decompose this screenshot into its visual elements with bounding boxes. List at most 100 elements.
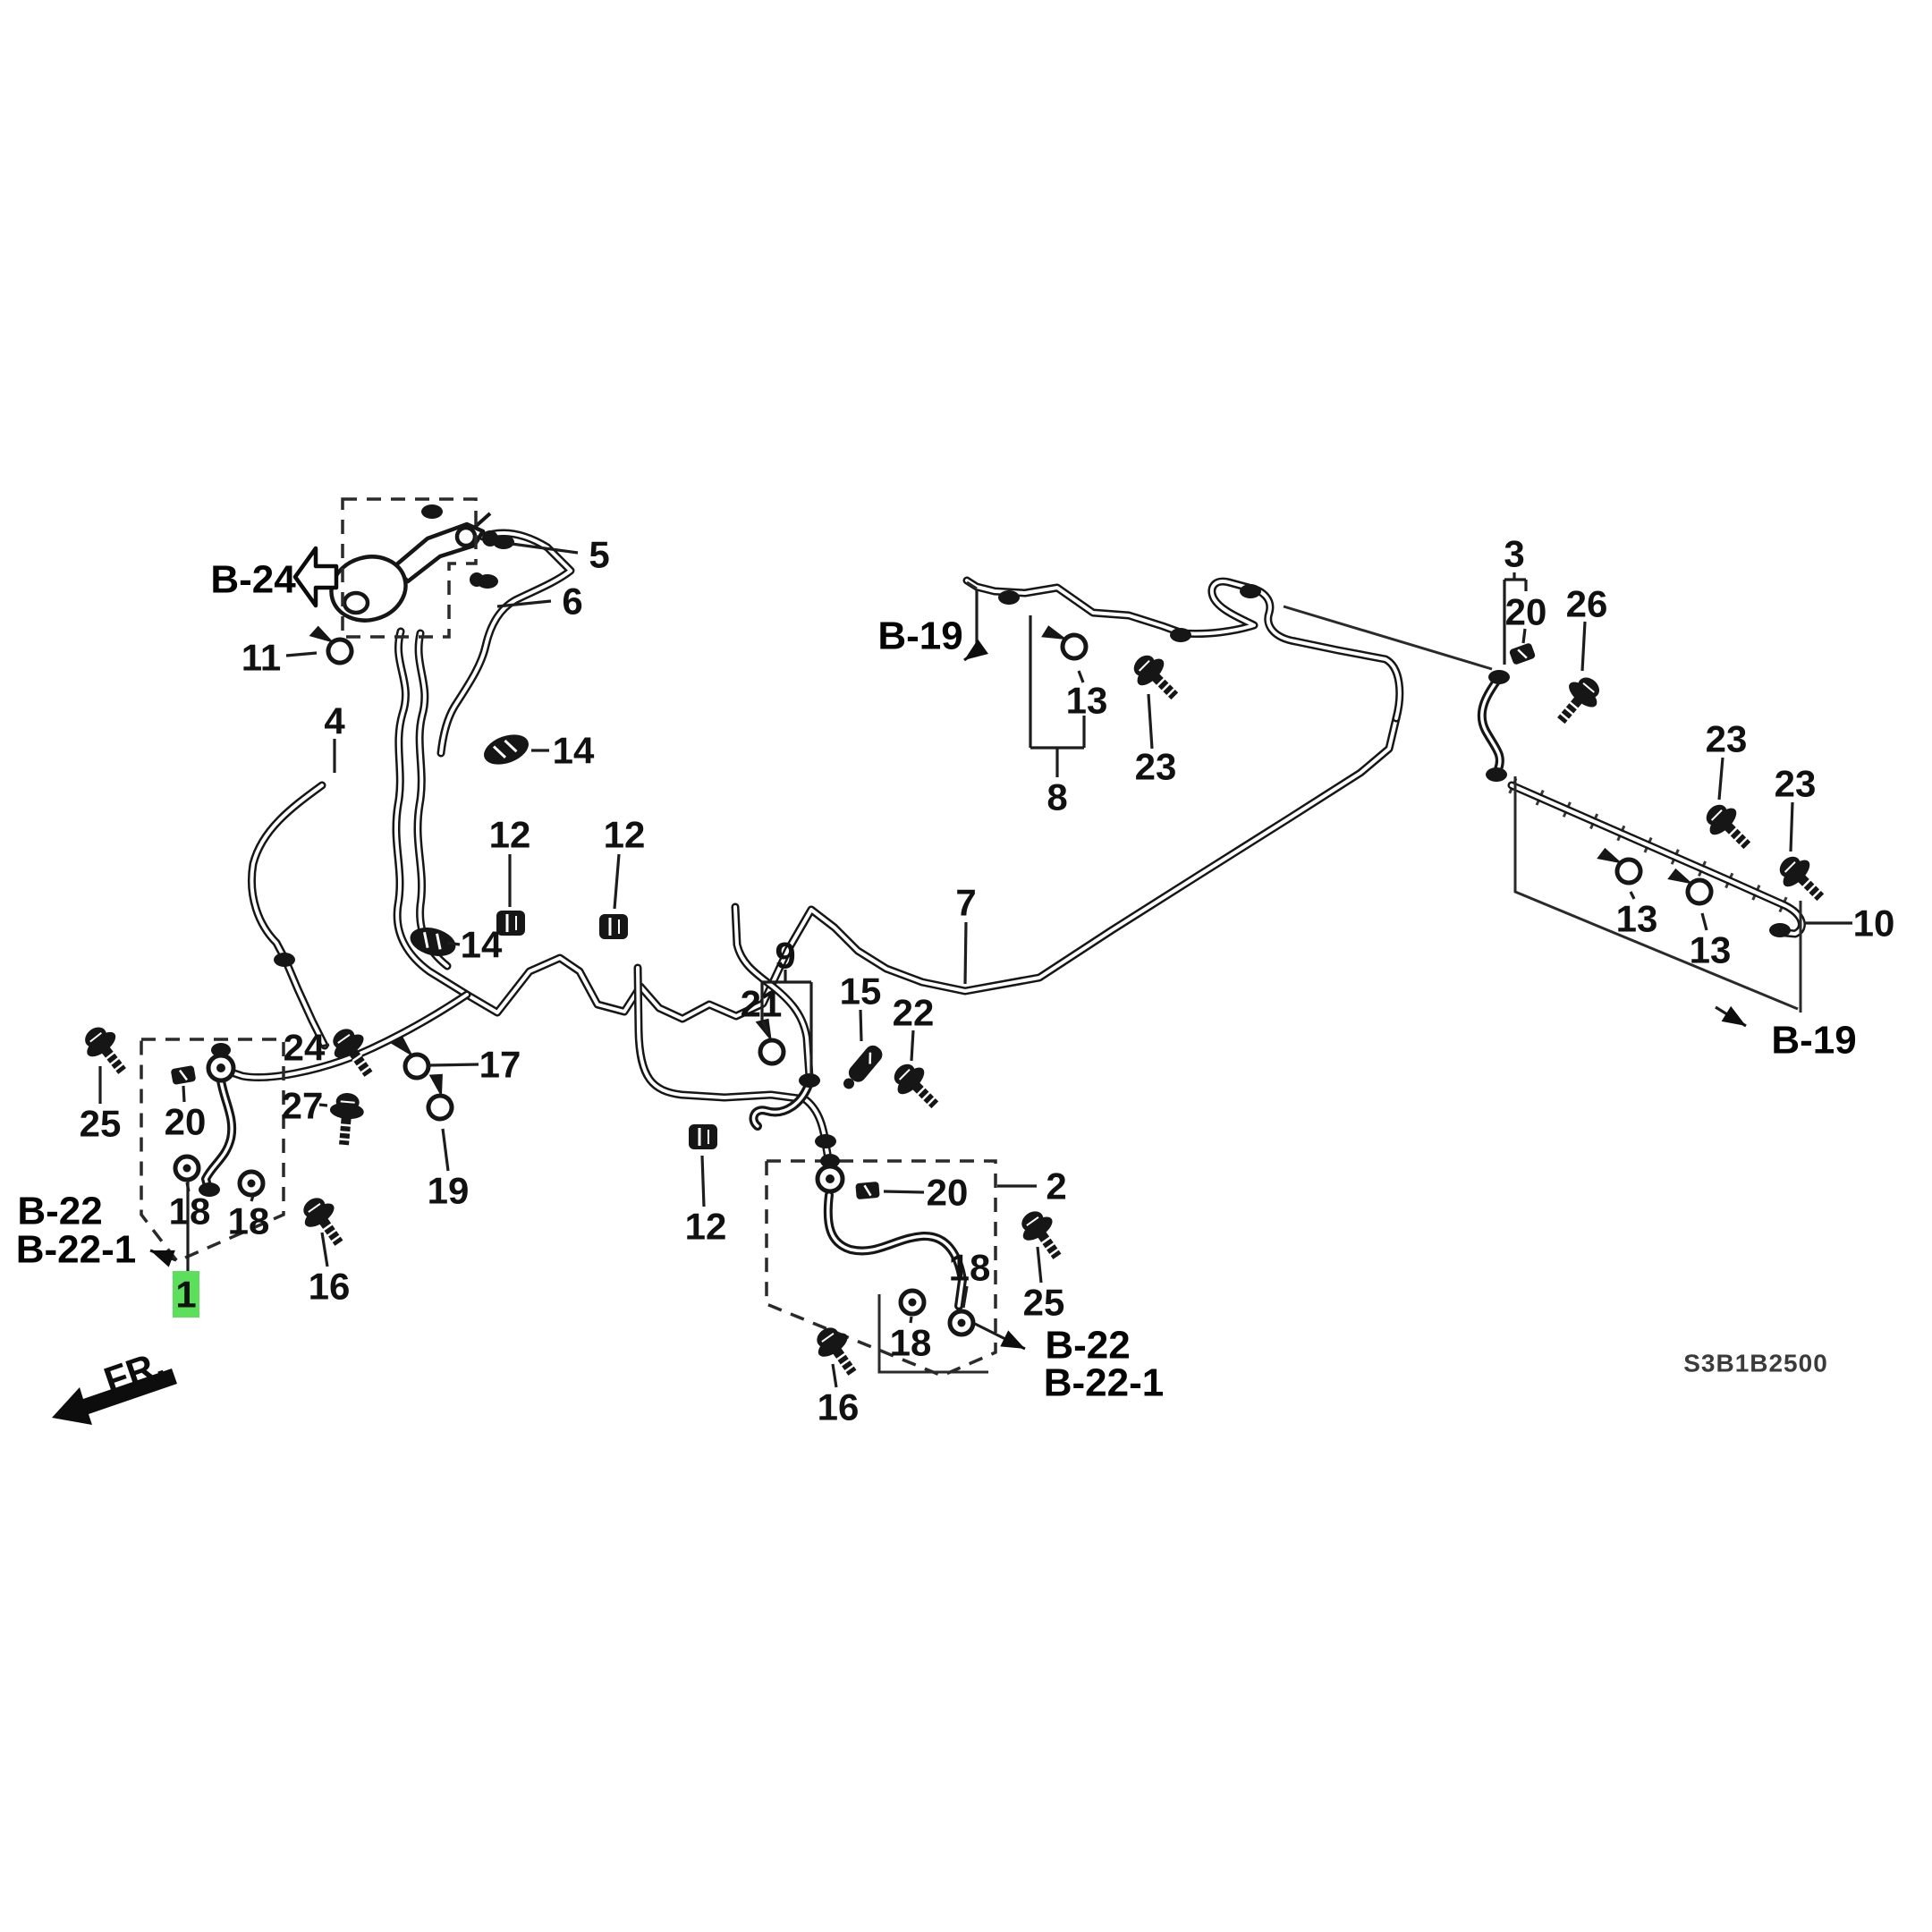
boundary-line-3 <box>1283 605 1493 671</box>
part-label-18[interactable]: 18 <box>890 1322 932 1364</box>
part-label-6[interactable]: 6 <box>562 580 582 623</box>
ref-label-B-22-1[interactable]: B-22-1 <box>16 1228 137 1272</box>
hardware-parts-layer <box>85 504 1825 1376</box>
leader-line <box>318 1103 328 1107</box>
ref-group-B-19-1: B-19 <box>877 590 988 662</box>
part-label-14[interactable]: 14 <box>553 730 595 772</box>
part-label-10[interactable]: 10 <box>1853 902 1895 945</box>
reference-arrowhead-icon <box>1000 1330 1025 1349</box>
ref-label-B-22-1[interactable]: B-22-1 <box>1044 1361 1165 1405</box>
part-label-13[interactable]: 13 <box>1690 929 1732 971</box>
callout-group-1-28: 1 <box>173 1181 199 1318</box>
leader-line <box>1036 1246 1043 1284</box>
part-label-16[interactable]: 16 <box>818 1386 860 1428</box>
part-label-5[interactable]: 5 <box>589 534 609 576</box>
fitting-hose-3-bottom-icon <box>1486 767 1507 782</box>
part-label-17[interactable]: 17 <box>479 1044 521 1086</box>
fr-direction-arrow-icon <box>52 1368 177 1425</box>
part-label-18[interactable]: 18 <box>949 1247 991 1289</box>
part-label-3[interactable]: 3 <box>1504 533 1524 575</box>
ref-group-B-24-0: B-24 <box>210 558 296 602</box>
part-label-25[interactable]: 25 <box>80 1103 122 1145</box>
fitting-hose-2-top-icon <box>815 1134 836 1148</box>
flange-bolt-26-icon <box>1557 677 1599 724</box>
ref-group-B-22-1-4: B-22-1 <box>16 1228 177 1272</box>
part-label-19[interactable]: 19 <box>428 1170 470 1212</box>
b24-direction-arrow-icon <box>292 546 339 608</box>
part-label-12[interactable]: 12 <box>489 814 531 856</box>
part-label-2[interactable]: 2 <box>1046 1165 1066 1208</box>
part-label-13[interactable]: 13 <box>1066 680 1108 722</box>
part-label-20[interactable]: 20 <box>927 1172 969 1214</box>
leader-line <box>496 599 552 608</box>
part-label-14[interactable]: 14 <box>461 924 503 966</box>
callout-group-23-36: 23 <box>1706 718 1748 801</box>
part-label-16[interactable]: 16 <box>309 1266 351 1308</box>
group-boxes-layer <box>140 497 997 1377</box>
part-label-25[interactable]: 25 <box>1023 1282 1065 1324</box>
callout-group-16-35: 16 <box>818 1363 860 1428</box>
part-label-12[interactable]: 12 <box>604 814 646 856</box>
callout-group-23-13: 23 <box>1135 693 1177 788</box>
leader-line <box>1147 693 1154 750</box>
callout-group-2-30: 2 <box>997 1165 1067 1208</box>
part-label-23[interactable]: 23 <box>1775 763 1817 805</box>
leader-line <box>446 941 461 946</box>
part-label-26[interactable]: 26 <box>1566 583 1608 625</box>
part-label-12[interactable]: 12 <box>685 1206 727 1248</box>
callout-group-20-31: 20 <box>883 1172 969 1214</box>
clip-12-a-icon <box>496 911 525 936</box>
leader-line <box>320 1232 329 1267</box>
part-label-1[interactable]: 1 <box>175 1274 196 1316</box>
bracket-17-icon <box>391 1036 431 1080</box>
flange-bolt-23-c-icon <box>1779 856 1825 902</box>
callout-group-17-22: 17 <box>428 1044 521 1086</box>
brake-pipes-artwork <box>201 529 1806 1310</box>
part-label-11[interactable]: 11 <box>242 637 281 679</box>
part-label-21[interactable]: 21 <box>741 983 783 1025</box>
part-label-20[interactable]: 20 <box>165 1101 207 1143</box>
leader-line <box>700 1155 706 1208</box>
ref-label-B-19[interactable]: B-19 <box>1771 1019 1856 1063</box>
part-label-24[interactable]: 24 <box>284 1027 326 1069</box>
callout-group-19-23: 19 <box>428 1128 470 1212</box>
clip-20-mid-icon <box>855 1182 880 1199</box>
part-label-27[interactable]: 27 <box>282 1085 324 1127</box>
flare-nut-18-d-icon <box>898 1288 927 1317</box>
part-label-23[interactable]: 23 <box>1135 746 1177 788</box>
part-label-18[interactable]: 18 <box>228 1200 270 1242</box>
part-label-7[interactable]: 7 <box>955 882 976 924</box>
part-label-13[interactable]: 13 <box>1616 898 1658 940</box>
leader-line <box>1717 757 1724 801</box>
ref-label-B-24[interactable]: B-24 <box>210 558 296 602</box>
leader-line <box>1700 912 1708 931</box>
part-label-23[interactable]: 23 <box>1706 718 1748 760</box>
part-label-15[interactable]: 15 <box>840 970 882 1013</box>
ref-label-B-22[interactable]: B-22 <box>1045 1324 1130 1368</box>
callout-group-12-19: 12 <box>685 1155 727 1248</box>
proportioning-valve-artwork <box>329 512 498 623</box>
part-label-4[interactable]: 4 <box>324 700 345 742</box>
callout-group-23-37: 23 <box>1775 763 1817 852</box>
leader-line <box>859 1009 863 1042</box>
callout-group-15-17: 15 <box>840 970 882 1042</box>
leader-line <box>285 651 318 657</box>
clip-12-b-icon <box>599 914 628 939</box>
fitting-hose-3-top-icon <box>1488 670 1510 684</box>
clamp-13-b-icon <box>1597 847 1643 886</box>
ref-label-B-22[interactable]: B-22 <box>17 1190 102 1233</box>
part-label-20[interactable]: 20 <box>1505 591 1547 633</box>
leader-line <box>883 1190 925 1194</box>
part-label-8[interactable]: 8 <box>1046 776 1067 818</box>
flange-bolt-24-icon <box>333 1029 373 1077</box>
callout-group-20-25: 20 <box>165 1085 207 1143</box>
part-label-18[interactable]: 18 <box>169 1191 211 1233</box>
part-label-9[interactable]: 9 <box>775 935 795 977</box>
ref-label-B-19[interactable]: B-19 <box>877 614 962 658</box>
part-label-22[interactable]: 22 <box>893 992 935 1034</box>
leader-line <box>1629 891 1636 900</box>
fitting-line-10-end-icon <box>1769 923 1791 937</box>
callout-group-25-32: 25 <box>1023 1246 1065 1324</box>
